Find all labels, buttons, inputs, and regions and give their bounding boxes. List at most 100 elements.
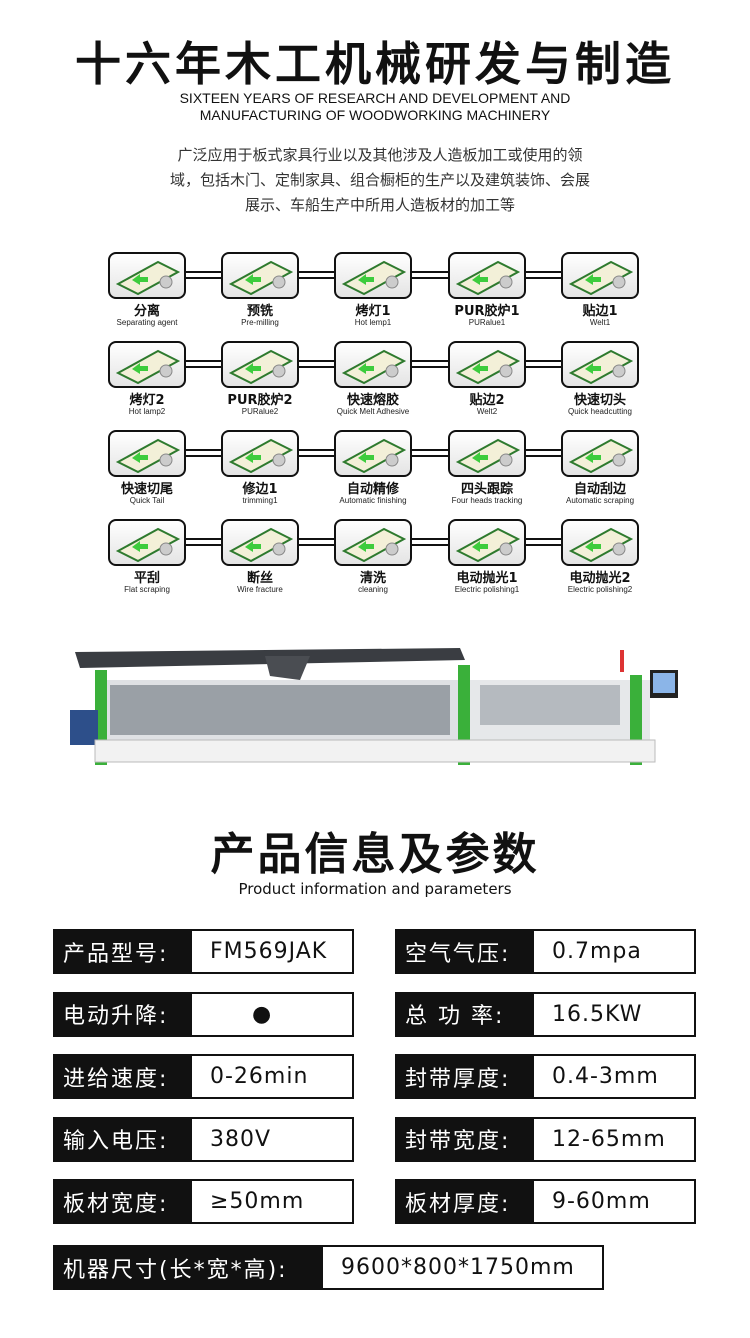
- page-title: 十六年木工机械研发与制造: [75, 37, 675, 91]
- process-step-label: 烤灯2: [129, 393, 165, 408]
- spec-label: 总 功 率:: [397, 993, 534, 1035]
- process-step-icon: [334, 519, 412, 566]
- subtitle-line-1: SIXTEEN YEARS OF RESEARCH AND DEVELOPMEN…: [179, 90, 571, 106]
- process-connector: [186, 360, 221, 368]
- spec-value: ≥50mm: [210, 1189, 305, 1214]
- spec-value: FM569JAK: [210, 939, 328, 964]
- process-step-english: PURalue2: [241, 407, 279, 416]
- process-step-icon: [108, 341, 186, 388]
- process-step-icon: [448, 341, 526, 388]
- process-connector: [526, 271, 561, 279]
- process-connector: [299, 271, 334, 279]
- spec-row: 空气气压:0.7mpa: [395, 929, 696, 974]
- spec-label: 板材厚度:: [397, 1181, 534, 1222]
- process-step-english: Four heads tracking: [451, 496, 523, 505]
- edge-banding-machine-image: [70, 648, 678, 765]
- process-step-label: 快速切尾: [120, 482, 173, 497]
- spec-value: ●: [252, 1001, 273, 1027]
- spec-label: 进给速度:: [55, 1056, 192, 1097]
- process-step-english: Automatic scraping: [565, 496, 635, 505]
- process-step-label: 贴边2: [469, 393, 505, 408]
- process-step-label: 断丝: [246, 571, 273, 586]
- process-step-icon: [561, 519, 639, 566]
- spec-label: 空气气压:: [397, 931, 534, 972]
- process-step-label: 电动抛光2: [569, 571, 631, 586]
- process-step-label: PUR胶炉2: [227, 393, 293, 408]
- spec-value: 380V: [210, 1126, 272, 1152]
- process-step-label: 快速切头: [573, 393, 626, 408]
- spec-label: 板材宽度:: [55, 1181, 192, 1222]
- process-step-english: Pre-milling: [241, 318, 279, 327]
- process-connector: [412, 449, 448, 457]
- process-step-label: 自动刮边: [573, 482, 626, 497]
- spec-value: 0.4-3mm: [552, 1064, 659, 1089]
- page-subtitle: SIXTEEN YEARS OF RESEARCH AND DEVELOPMEN…: [0, 90, 750, 124]
- spec-label: 输入电压:: [55, 1118, 192, 1160]
- process-step-label: 分离: [133, 304, 160, 319]
- process-connector: [186, 271, 221, 279]
- spec-value: 9600*800*1750mm: [341, 1255, 575, 1280]
- process-step-icon: [448, 252, 526, 299]
- process-step-icon: [221, 519, 299, 566]
- spec-label: 机器尺寸(长*宽*高):: [55, 1247, 323, 1288]
- description: 广泛应用于板式家具行业以及其他涉及人造板加工或使用的领域，包括木门、定制家具、组…: [170, 146, 591, 214]
- process-connector: [299, 538, 334, 546]
- spec-row: 封带厚度: 0.4-3mm: [395, 1054, 696, 1099]
- spec-label: 封带宽度:: [397, 1118, 534, 1160]
- spec-value: 9-60mm: [552, 1189, 651, 1214]
- process-step-label: 电动抛光1: [456, 571, 518, 586]
- process-step-english: Automatic finishing: [339, 496, 407, 505]
- spec-label: 封带厚度:: [397, 1056, 534, 1097]
- spec-value: 16.5KW: [552, 1001, 643, 1027]
- process-step-icon: [108, 430, 186, 477]
- spec-row: 输入电压: 380V: [53, 1116, 354, 1162]
- process-step-english: Quick headcutting: [567, 407, 633, 416]
- process-step-english: Separating agent: [116, 318, 178, 327]
- process-step-english: Quick Melt Adhesive: [336, 407, 410, 416]
- spec-row: 进给速度: 0-26min: [53, 1054, 354, 1099]
- spec-row: 总 功 率: 16.5KW: [395, 991, 696, 1037]
- spec-row: 电动升降: ●: [53, 991, 354, 1037]
- spec-label: 产品型号:: [55, 931, 192, 972]
- process-step-label: 四头跟踪: [460, 482, 513, 497]
- process-connector: [186, 449, 221, 457]
- process-connector: [412, 360, 448, 368]
- process-connector: [299, 449, 334, 457]
- process-step-icon: [108, 252, 186, 299]
- section-subtitle: Product information and parameters: [238, 880, 512, 898]
- process-step-english: Quick Tail: [129, 496, 165, 505]
- process-step-icon: [334, 252, 412, 299]
- spec-label: 电动升降:: [55, 993, 192, 1035]
- process-step-icon: [221, 430, 299, 477]
- process-step-english: Electric polishing1: [454, 585, 520, 594]
- process-step-english: Wire fracture: [237, 585, 283, 594]
- process-step-icon: [561, 430, 639, 477]
- process-connector: [526, 538, 561, 546]
- process-step-label: 贴边1: [582, 304, 618, 319]
- process-step-label: 烤灯1: [355, 304, 391, 319]
- process-step-icon: [108, 519, 186, 566]
- process-step-label: 修边1: [242, 482, 278, 497]
- spec-row: 封带宽度: 12-65mm: [395, 1116, 696, 1162]
- spec-row: 产品型号: FM569JAK: [53, 929, 354, 974]
- process-connector: [412, 271, 448, 279]
- process-connector: [186, 538, 221, 546]
- process-connector: [412, 538, 448, 546]
- process-step-english: PURalue1: [468, 318, 506, 327]
- spec-value: 0-26min: [210, 1064, 309, 1089]
- spec-row: 板材宽度: ≥50mm: [53, 1179, 354, 1224]
- process-step-icon: [448, 430, 526, 477]
- spec-value: 12-65mm: [552, 1126, 666, 1152]
- process-step-label: 预铣: [246, 304, 273, 319]
- process-step-english: Electric polishing2: [567, 585, 633, 594]
- process-step-english: Welt2: [476, 407, 498, 416]
- process-connector: [526, 449, 561, 457]
- process-step-icon: [221, 341, 299, 388]
- spec-row: 板材厚度: 9-60mm: [395, 1179, 696, 1224]
- process-step-english: trimming1: [242, 496, 278, 505]
- process-step-icon: [448, 519, 526, 566]
- section-title: 产品信息及参数: [210, 829, 540, 880]
- process-step-label: 清洗: [359, 571, 386, 586]
- process-step-english: cleaning: [358, 585, 388, 594]
- process-step-label: PUR胶炉1: [454, 304, 520, 319]
